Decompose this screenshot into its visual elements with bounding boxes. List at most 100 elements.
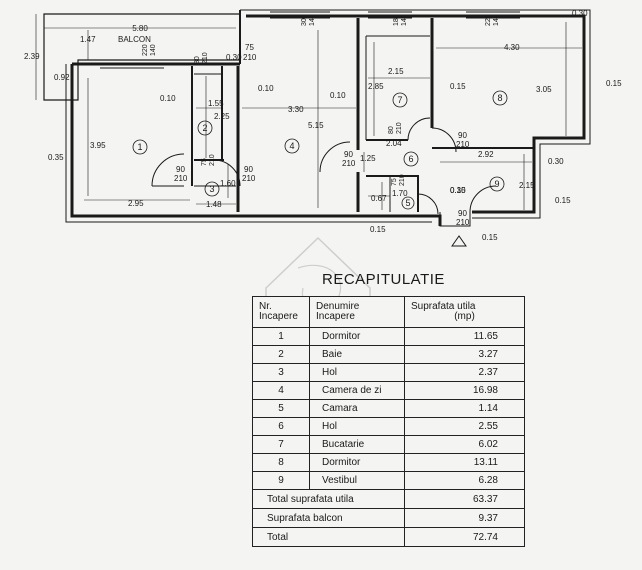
dim-r9-030: 0.30	[548, 157, 564, 166]
row-name: Hol	[309, 363, 405, 382]
row-nr: 7	[252, 435, 310, 454]
room-number-7: 7	[397, 95, 402, 105]
recap-title: RECAPITULATIE	[322, 271, 445, 288]
floor-plan: 1 2 3 4 5 6 7 8 9 BALCON 5.80 2.39 1.47 …	[24, 9, 622, 247]
dim-r2-h: 2.25	[214, 112, 230, 121]
table-row: 3 Hol 2.37	[252, 363, 525, 382]
dim-r3-h: 1.60	[220, 179, 236, 188]
dim-r7-h: 2.85	[368, 82, 384, 91]
table-row: 5 Camara 1.14	[252, 399, 525, 418]
header-area-line2: (mp)	[454, 311, 475, 322]
row-nr: 9	[252, 471, 310, 490]
dim-030a: 0.30	[226, 53, 242, 62]
header-nr: Nr. Incapere	[252, 296, 310, 328]
total-row-balcon: Suprafata balcon 9.37	[252, 508, 525, 528]
row-area: 2.37	[404, 363, 525, 382]
recap-header-row: Nr. Incapere Denumire Incapere Suprafata…	[252, 296, 525, 328]
row-name: Dormitor	[309, 327, 405, 346]
total-label: Total	[252, 527, 405, 547]
dim-r1-w: 2.95	[128, 199, 144, 208]
dim-r2-010b: 0.10	[258, 84, 274, 93]
door-210j: 210	[456, 218, 470, 227]
dim-r8-015: 0.15	[450, 82, 466, 91]
row-name: Vestibul	[309, 471, 405, 490]
header-nr-line2: Incapere	[259, 311, 298, 322]
door-210c: 210	[174, 174, 188, 183]
row-name: Bucatarie	[309, 435, 405, 454]
door-75a: 75	[245, 43, 254, 52]
door-80b: 80	[388, 126, 395, 134]
header-name: Denumire Incapere	[309, 296, 405, 328]
exterior-wall-top-right	[240, 9, 591, 219]
row-name: Camara	[309, 399, 405, 418]
row-area: 13.11	[404, 453, 525, 472]
dim-r9-w: 2.92	[478, 150, 494, 159]
dim-r8-h: 3.05	[536, 85, 552, 94]
row-name: Dormitor	[309, 453, 405, 472]
table-row: 2 Baie 3.27	[252, 345, 525, 364]
dim-r4-w: 3.30	[288, 105, 304, 114]
balcony-label: BALCON	[118, 35, 151, 44]
wall-5	[366, 175, 419, 212]
row-area: 6.02	[404, 435, 525, 454]
dim-r5-015b: 0.15	[450, 186, 466, 195]
dim-r5-015a: 0.15	[370, 225, 386, 234]
header-nr-line1: Nr.	[259, 301, 272, 312]
total-row-total: Total 72.74	[252, 527, 525, 547]
door-210f: 210	[396, 122, 403, 134]
room-number-9: 9	[494, 179, 499, 189]
dim-r4-h: 5.15	[308, 121, 324, 130]
room-number-4: 4	[289, 141, 294, 151]
header-name-line2: Incapere	[316, 311, 355, 322]
dim-r9-030b: 0.30	[450, 186, 466, 195]
door-75c: 75	[391, 178, 398, 186]
row-area: 1.14	[404, 399, 525, 418]
header-area: Suprafata utila (mp)	[404, 296, 525, 328]
dim-balc-w: 5.80	[132, 24, 148, 33]
dim-top-r: 0.30	[572, 9, 588, 18]
table-row: 9 Vestibul 6.28	[252, 471, 525, 490]
door-75b: 75	[201, 158, 208, 166]
dim-r5-w: 0.67	[371, 194, 387, 203]
win-f: 140	[401, 14, 408, 26]
room-number-5: 5	[405, 198, 410, 208]
door-90b: 90	[244, 165, 253, 174]
row-area: 6.28	[404, 471, 525, 490]
win-g: 220	[485, 14, 492, 26]
dim-r2-010a: 0.10	[160, 94, 176, 103]
total-value: 72.74	[404, 527, 525, 547]
row-nr: 5	[252, 399, 310, 418]
win-d: 140	[309, 14, 316, 26]
dim-r6-h: 1.25	[360, 154, 376, 163]
table-row: 7 Bucatarie 6.02	[252, 435, 525, 454]
table-row: 6 Hol 2.55	[252, 417, 525, 436]
dim-l-035: 0.35	[48, 153, 64, 162]
table-row: 1 Dormitor 11.65	[252, 327, 525, 346]
dim-r6-w: 2.04	[386, 139, 402, 148]
dim-balc-d1: 1.47	[80, 35, 96, 44]
row-area: 2.55	[404, 417, 525, 436]
door-90a: 90	[176, 165, 185, 174]
total-row-utila: Total suprafata utila 63.37	[252, 489, 525, 509]
dim-r7-010: 0.10	[330, 91, 346, 100]
total-value: 63.37	[404, 489, 525, 509]
recap-table: Nr. Incapere Denumire Incapere Suprafata…	[252, 296, 525, 547]
win-b: 140	[150, 44, 157, 56]
door-90c: 90	[344, 150, 353, 159]
win-e: 180	[393, 14, 400, 26]
dim-r9-015b: 0.15	[482, 233, 498, 242]
total-label: Total suprafata utila	[252, 489, 405, 509]
header-area-line1: Suprafata utila	[411, 301, 476, 312]
dim-r1-h: 3.95	[90, 141, 106, 150]
row-area: 16.98	[404, 381, 525, 400]
dim-r2-w: 1.55	[208, 99, 224, 108]
row-nr: 6	[252, 417, 310, 436]
row-nr: 1	[252, 327, 310, 346]
dim-r9-015r: 0.15	[555, 196, 571, 205]
header-name-line1: Denumire	[316, 301, 360, 312]
win-h: 140	[493, 14, 500, 26]
door-210a: 210	[202, 52, 209, 64]
dim-r8-015r: 0.15	[606, 79, 622, 88]
room-number-1: 1	[137, 142, 142, 152]
win-a: 220	[142, 44, 149, 56]
